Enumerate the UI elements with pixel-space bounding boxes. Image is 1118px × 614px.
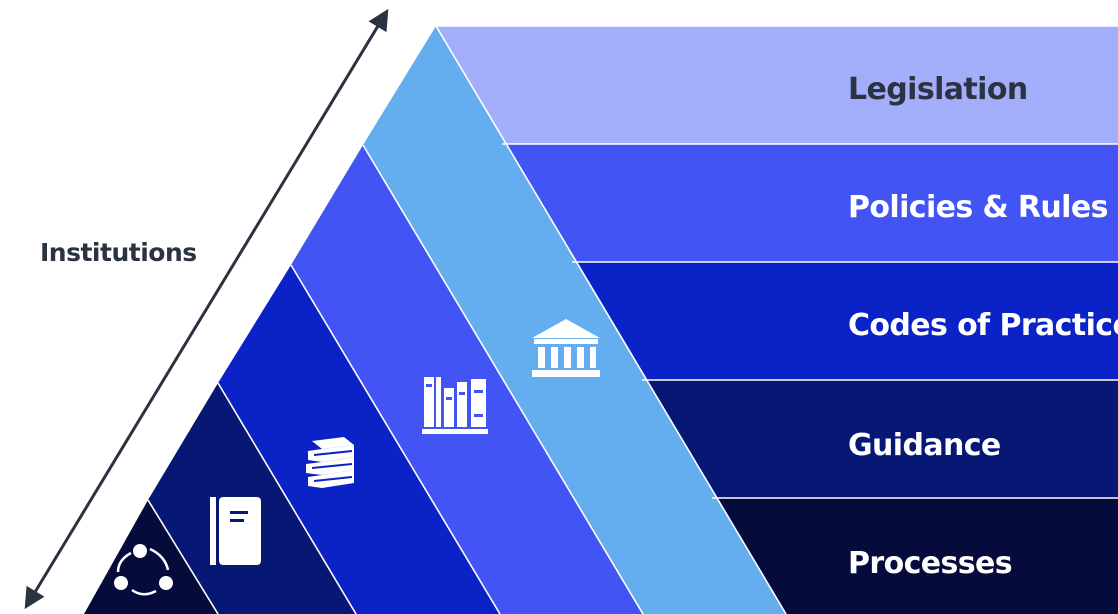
axis-label: Institutions bbox=[40, 238, 197, 267]
axis-label-bg bbox=[36, 232, 220, 270]
label-policies-rules: Policies & Rules bbox=[848, 190, 1108, 225]
stripe-diagonal-band bbox=[363, 26, 786, 614]
bank-icon bbox=[532, 319, 600, 377]
band-policies bbox=[502, 144, 1118, 262]
axis-arrow bbox=[24, 8, 389, 610]
band-codes bbox=[572, 262, 1118, 380]
label-legislation: Legislation bbox=[848, 72, 1028, 107]
label-codes-of-practice: Codes of Practice bbox=[848, 308, 1118, 343]
band-processes bbox=[712, 498, 1118, 614]
cycle-icon bbox=[114, 544, 173, 596]
band-legislation bbox=[436, 26, 1118, 144]
band-guidance bbox=[642, 380, 1118, 498]
notebook-icon bbox=[210, 497, 261, 565]
label-guidance: Guidance bbox=[848, 428, 1001, 463]
books-shelf-icon bbox=[422, 377, 488, 434]
label-processes: Processes bbox=[848, 546, 1012, 581]
book-stack-icon bbox=[306, 437, 354, 488]
